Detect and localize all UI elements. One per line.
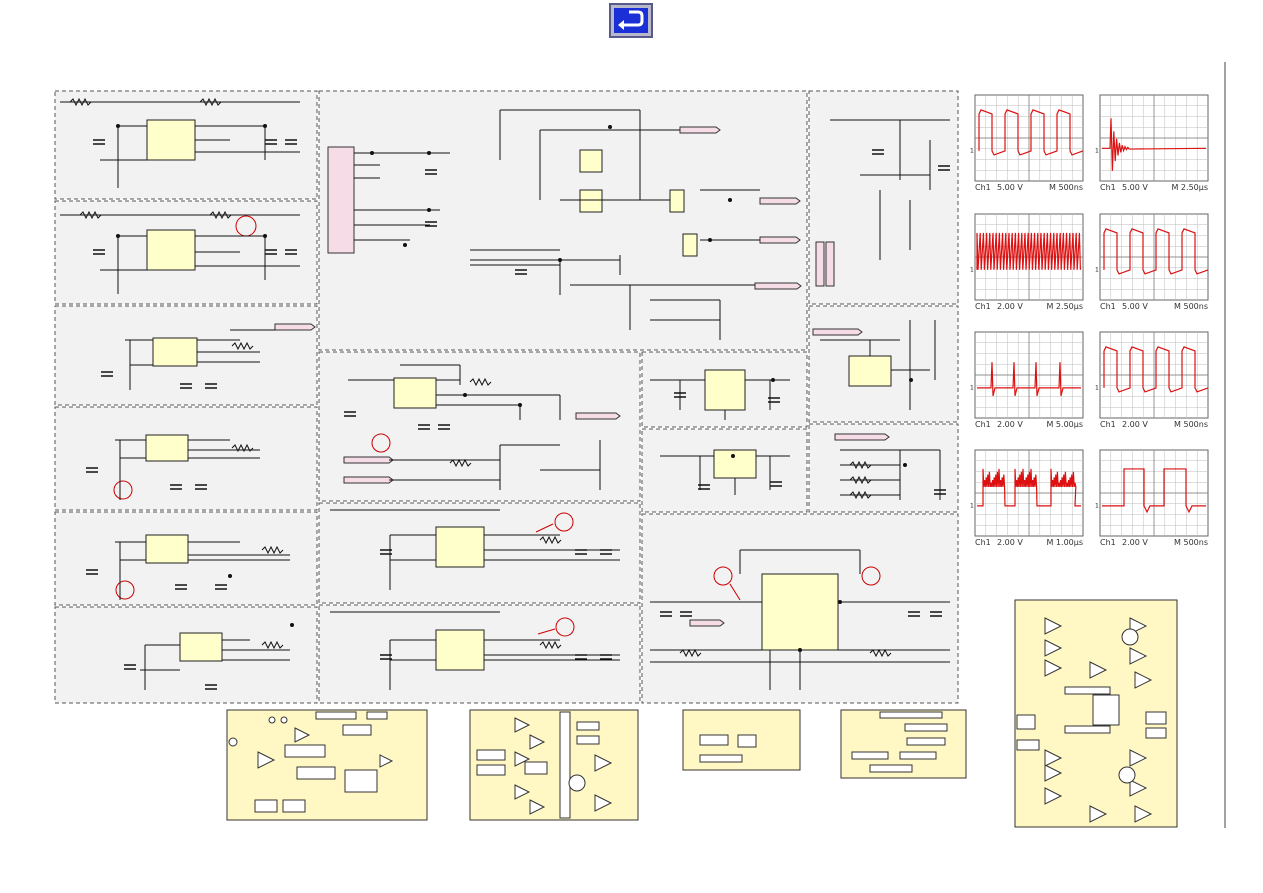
channel-marker: 1	[970, 267, 974, 274]
channel-marker: 1	[1095, 385, 1099, 392]
osc-volts: 5.00 V	[1122, 183, 1148, 192]
resistors	[69, 97, 892, 658]
waveform-trace	[1103, 228, 1209, 275]
panel-center-top	[318, 90, 808, 351]
osc-timebase: M 5.00µs	[1046, 420, 1083, 429]
channel-marker: 1	[1095, 267, 1099, 274]
osc-volts: 2.00 V	[997, 302, 1023, 311]
waveform-trace	[977, 468, 1081, 507]
junction-dots	[116, 124, 913, 652]
channel-marker: 1	[1095, 503, 1099, 510]
back-button[interactable]	[609, 3, 653, 38]
connectors	[274, 126, 890, 627]
capacitors	[86, 139, 950, 690]
wiring	[60, 101, 950, 690]
osc-timebase: M 500ns	[1049, 183, 1083, 192]
osc-channel: Ch1	[1100, 183, 1116, 192]
comparator-circles	[228, 628, 1139, 792]
osc-timebase: M 500ns	[1174, 538, 1208, 547]
panel-center-mid	[318, 351, 641, 502]
osc-volts: 2.00 V	[1122, 420, 1148, 429]
osc-channel: Ch1	[1100, 302, 1116, 311]
osc-volts: 2.00 V	[997, 538, 1023, 547]
osc-channel: Ch1	[975, 302, 991, 311]
osc-volts: 5.00 V	[1122, 302, 1148, 311]
osc-channel: Ch1	[975, 538, 991, 547]
waveform-trace	[1102, 468, 1206, 514]
channel-marker: 1	[970, 385, 974, 392]
channel-marker: 1	[970, 148, 974, 155]
block-diagrams	[226, 599, 1178, 828]
test-point-markers	[113, 215, 881, 637]
ic-bodies	[145, 119, 892, 671]
osc-channel: Ch1	[975, 420, 991, 429]
osc-volts: 2.00 V	[1122, 538, 1148, 547]
channel-marker: 1	[970, 503, 974, 510]
osc-volts: 5.00 V	[997, 183, 1023, 192]
waveform-trace	[1102, 118, 1207, 171]
waveform-trace	[977, 362, 1081, 397]
osc-channel: Ch1	[1100, 538, 1116, 547]
channel-marker: 1	[1095, 148, 1099, 155]
osc-volts: 2.00 V	[997, 420, 1023, 429]
osc-timebase: M 500ns	[1174, 302, 1208, 311]
waveform-trace	[978, 109, 1084, 156]
osc-timebase: M 2.50µs	[1171, 183, 1208, 192]
osc-channel: Ch1	[975, 183, 991, 192]
osc-timebase: M 2.50µs	[1046, 302, 1083, 311]
osc-channel: Ch1	[1100, 420, 1116, 429]
waveform-trace	[976, 232, 1081, 270]
return-arrow-icon	[614, 8, 648, 33]
osc-timebase: M 1.00µs	[1046, 538, 1083, 547]
opamp-symbols	[257, 617, 1153, 823]
waveform-trace	[1103, 346, 1209, 393]
osc-timebase: M 500ns	[1174, 420, 1208, 429]
